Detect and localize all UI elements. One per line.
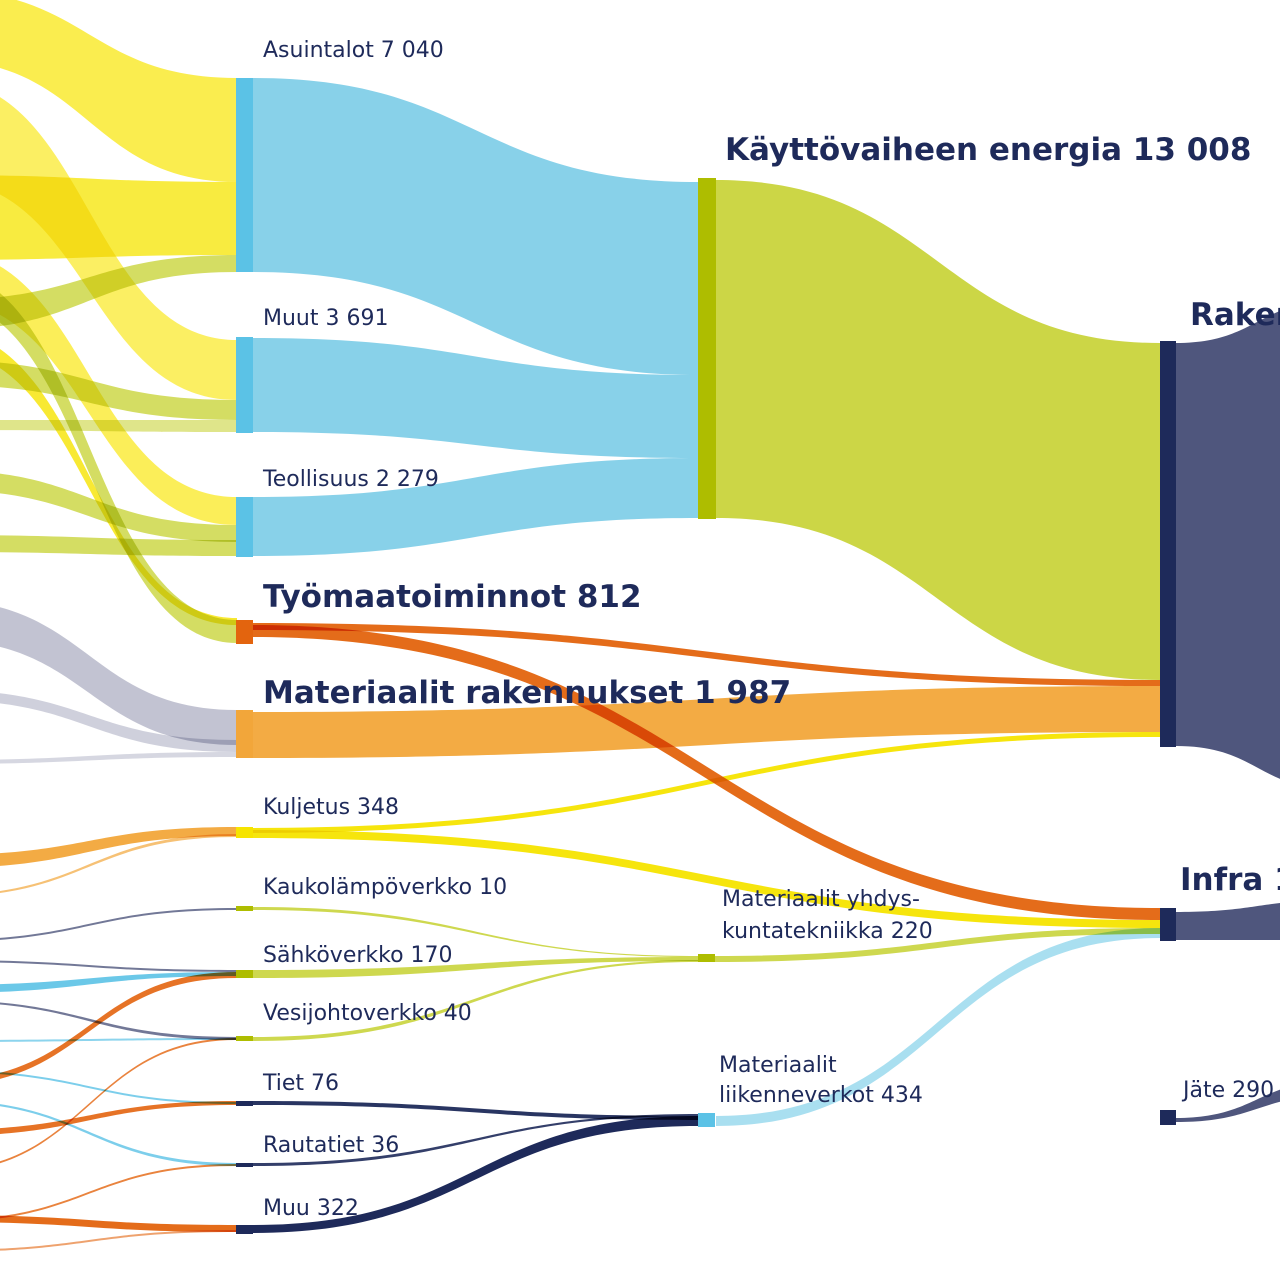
node-tiet [236, 1101, 253, 1106]
node-kayttovaiheen-energia [698, 178, 716, 519]
node-vesijohtoverkko [236, 1036, 253, 1041]
node-infra [1160, 908, 1176, 941]
flow-in-kaukolampo [0, 908, 237, 940]
flow-in-asuintalot-3 [0, 255, 237, 327]
node-jate [1160, 1110, 1176, 1125]
label-materiaalit-rakennukset: Materiaalit rakennukset 1 987 [263, 675, 791, 711]
flow-in-asuintalot-1 [0, 0, 237, 182]
flow-rautatiet-liikenne [253, 1114, 698, 1166]
label-jate: Jäte 290 [1181, 1078, 1274, 1103]
label-sahkoverkko: Sähköverkko 170 [263, 943, 453, 968]
label-kuljetus: Kuljetus 348 [263, 795, 399, 820]
flow-in-materiaalit-2 [0, 693, 237, 752]
node-tyomaatoiminnot [236, 620, 253, 644]
flow-in-tyomaa-1 [0, 349, 237, 625]
flow-tyomaa-rakennukset [253, 623, 1160, 686]
flow-tiet-liikenne [253, 1101, 698, 1120]
flow-in-materiaalit-1 [0, 607, 237, 745]
flow-in-teollisuus-3 [0, 535, 237, 556]
label-kayttovaiheen-energia: Käyttövaiheen energia 13 008 [725, 132, 1251, 168]
flow-in-teollisuus-2 [0, 473, 237, 542]
node-kuljetus [236, 827, 253, 838]
label-muu: Muu 322 [263, 1196, 359, 1221]
flow-in-tiet-1 [0, 1101, 237, 1134]
flow-in-sahkoverkko-3 [0, 960, 237, 972]
label-tyomaatoiminnot: Työmaatoiminnot 812 [263, 579, 642, 615]
node-muut [236, 337, 253, 433]
flow-kayttovaihe-rakennukset [716, 180, 1160, 680]
flow-in-muut-2 [0, 362, 237, 420]
node-muu [236, 1225, 253, 1234]
flow-in-muut-1 [0, 97, 237, 400]
label-kaukolampoverkko: Kaukolämpöverkko 10 [263, 875, 507, 900]
flow-in-tyomaa-2 [0, 293, 237, 643]
label-tiet: Tiet 76 [262, 1071, 339, 1096]
flow-sahkoverkko-yhdys [253, 957, 698, 978]
flow-in-kuljetus-2 [0, 834, 237, 894]
node-teollisuus [236, 497, 253, 557]
label-materiaalit-liikenneverkot-line2: liikenneverkot 434 [719, 1083, 923, 1108]
flow-in-rautatiet-2 [0, 1164, 237, 1219]
flow-kuljetus-rakennukset [253, 732, 1160, 833]
node-materiaalit-yhdyskuntatekniikka [698, 954, 715, 962]
label-rakennukset: Rakennukset [1190, 297, 1280, 333]
flow-yhdys-infra [715, 928, 1160, 962]
flow-in-vesijohto-3 [0, 1038, 237, 1042]
flow-liikenne-infra [716, 928, 1160, 1126]
flow-materiaalit-rakennukset [253, 686, 1160, 758]
label-muut: Muut 3 691 [263, 306, 388, 331]
flow-tyomaa-infra [253, 625, 1160, 920]
label-materiaalit-yhdyskuntatekniikka-line1: Materiaalit yhdys- [722, 887, 920, 912]
node-asuintalot [236, 78, 253, 272]
flow-in-sahkoverkko-1 [0, 972, 237, 992]
flow-in-rautatiet-1 [0, 1104, 237, 1166]
label-teollisuus: Teollisuus 2 279 [262, 467, 439, 492]
flow-in-kuljetus-1 [0, 827, 237, 866]
flow-in-sahkoverkko-2 [0, 972, 237, 1079]
flow-rakennukset-out [1176, 310, 1280, 779]
label-materiaalit-liikenneverkot-line1: Materiaalit [719, 1053, 837, 1078]
node-materiaalit-liikenneverkot [698, 1113, 715, 1127]
flow-in-teollisuus-1 [0, 266, 237, 525]
node-kaukolampoverkko [236, 906, 253, 911]
node-sahkoverkko [236, 970, 253, 978]
flow-in-materiaalit-3 [0, 752, 237, 764]
flow-infra-out [1176, 903, 1280, 941]
flow-in-tiet-2 [0, 1072, 237, 1104]
label-asuintalot: Asuintalot 7 040 [263, 38, 444, 63]
flow-in-muu-2 [0, 1230, 237, 1251]
flow-kuljetus-infra [253, 830, 1160, 928]
flows-layer [0, 0, 1280, 1251]
flow-asuintalot-kayttovaihe [253, 78, 698, 375]
label-infra: Infra 1 [1180, 862, 1280, 898]
flow-in-vesijohto-1 [0, 1002, 237, 1040]
nodes-layer [236, 78, 1176, 1234]
flow-kaukolampo-yhdys [253, 907, 698, 957]
label-materiaalit-yhdyskuntatekniikka-line2: kuntatekniikka 220 [722, 919, 933, 944]
flow-teollisuus-kayttovaihe [253, 458, 698, 556]
flow-jate-out [1176, 1089, 1280, 1122]
flow-muu-liikenne [253, 1116, 698, 1233]
labels-layer: Asuintalot 7 040 Muut 3 691 Teollisuus 2… [262, 38, 1280, 1221]
label-vesijohtoverkko: Vesijohtoverkko 40 [263, 1001, 472, 1026]
flow-in-muu-1 [0, 1215, 237, 1232]
flow-muut-kayttovaihe [253, 338, 698, 458]
node-rautatiet [236, 1163, 253, 1167]
node-rakennukset [1160, 341, 1176, 747]
flow-vesijohto-yhdys [253, 960, 698, 1041]
node-materiaalit-rakennukset [236, 710, 253, 758]
label-rautatiet: Rautatiet 36 [263, 1133, 399, 1158]
